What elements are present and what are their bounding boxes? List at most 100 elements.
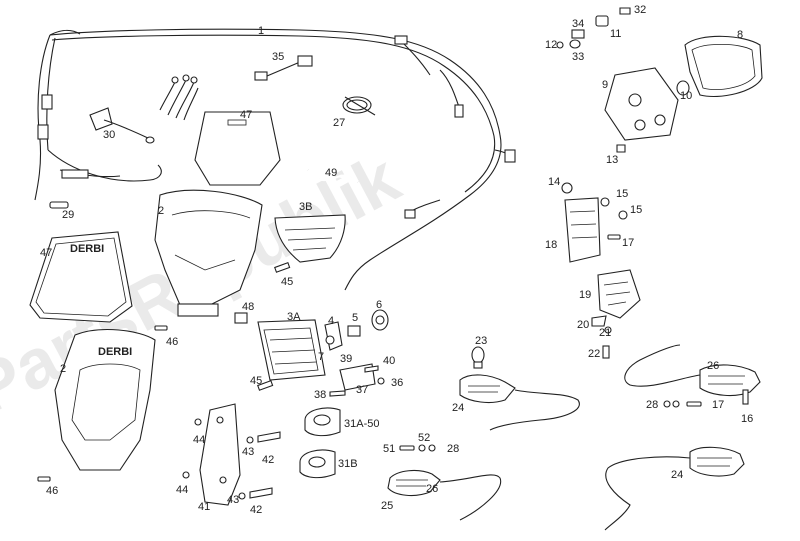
label-48: 48: [242, 301, 254, 313]
label-27: 27: [333, 117, 345, 129]
clip-20[interactable]: [591, 315, 607, 327]
label-14: 14: [548, 176, 560, 188]
screw-46-upper[interactable]: [154, 325, 168, 331]
indicator-lower-left[interactable]: [387, 469, 502, 521]
washer-15-lower[interactable]: [618, 210, 628, 220]
label-35: 35: [272, 51, 284, 63]
bulb-holder[interactable]: [347, 325, 361, 337]
label-46-lower: 46: [46, 485, 58, 497]
headlight-unit[interactable]: [257, 319, 326, 381]
flex-tube[interactable]: [307, 169, 359, 183]
clamp-31a[interactable]: [304, 407, 341, 437]
label-43-upper: 43: [242, 446, 254, 458]
pilot-bulb[interactable]: [371, 309, 389, 331]
clamp-31b[interactable]: [299, 449, 336, 479]
screw-51[interactable]: [399, 445, 415, 451]
washer-52[interactable]: [418, 444, 426, 452]
screw-16[interactable]: [742, 389, 749, 405]
screw-13[interactable]: [616, 144, 626, 153]
label-52: 52: [418, 432, 430, 444]
label-40: 40: [383, 355, 395, 367]
nut-12[interactable]: [556, 41, 564, 49]
bracket-screw[interactable]: [329, 390, 346, 397]
label-17-upper: 17: [622, 237, 634, 249]
wiring-harness[interactable]: [34, 28, 516, 291]
label-24-left: 24: [452, 402, 464, 414]
bracket-screw-right[interactable]: [364, 365, 379, 373]
label-13: 13: [606, 154, 618, 166]
headlight-fairing-upper[interactable]: [154, 189, 263, 317]
washer-15-upper[interactable]: [600, 197, 610, 207]
headlight-fairing-lower[interactable]: DERBI: [54, 329, 156, 471]
cable-tie[interactable]: [342, 96, 376, 116]
label-3b: 3B: [299, 201, 312, 213]
screw-17-right[interactable]: [686, 401, 702, 407]
screw-17-upper[interactable]: [607, 234, 621, 240]
washer-43-lower[interactable]: [238, 492, 246, 500]
rubber-bush[interactable]: [234, 312, 248, 324]
gasket-strip-lower[interactable]: [257, 380, 274, 391]
label-45-lower: 45: [250, 375, 262, 387]
label-16: 16: [741, 413, 753, 425]
bolt-42-lower[interactable]: [249, 487, 273, 499]
clip-44-upper[interactable]: [194, 418, 202, 426]
front-panel-upper[interactable]: [194, 111, 281, 186]
label-11: 11: [610, 28, 621, 40]
nut-14[interactable]: [561, 182, 573, 194]
flasher-relay[interactable]: [597, 269, 641, 319]
clip-44-lower[interactable]: [182, 471, 190, 479]
spacer-11[interactable]: [595, 15, 609, 27]
label-44-upper: 44: [193, 434, 205, 446]
screw-32[interactable]: [619, 7, 631, 15]
label-42-upper: 42: [262, 454, 274, 466]
washer-21[interactable]: [604, 326, 612, 334]
label-2-upper: 2: [158, 205, 164, 217]
indicator-front-left[interactable]: [459, 374, 580, 431]
derbi-logo-lower: DERBI: [98, 346, 132, 358]
label-28-lower: 28: [447, 443, 459, 455]
wire-loom-branch[interactable]: [159, 74, 199, 121]
label-15-lower: 15: [630, 204, 642, 216]
label-51: 51: [383, 443, 395, 455]
fuse[interactable]: [49, 201, 69, 209]
label-34: 34: [572, 18, 584, 30]
bracket-nut[interactable]: [377, 377, 385, 385]
label-9: 9: [602, 79, 608, 91]
bulb-socket[interactable]: [324, 321, 343, 351]
label-46-upper: 46: [166, 336, 178, 348]
screw-22[interactable]: [602, 345, 610, 359]
washer-43-upper[interactable]: [246, 436, 254, 444]
indicator-rear-lower[interactable]: [604, 446, 745, 531]
label-22: 22: [588, 348, 600, 360]
label-20: 20: [577, 319, 589, 331]
bolt-42-upper[interactable]: [257, 431, 281, 443]
connector-lead[interactable]: [254, 55, 313, 81]
label-1: 1: [258, 25, 264, 37]
nut-28-right[interactable]: [663, 400, 671, 408]
mounting-plate[interactable]: [199, 403, 241, 506]
label-4: 4: [328, 315, 334, 327]
gasket-strip[interactable]: [274, 262, 291, 273]
label-5: 5: [352, 312, 358, 324]
rear-light-lens[interactable]: [684, 35, 763, 98]
label-47-upper: 47: [240, 109, 252, 121]
rear-light-housing[interactable]: [604, 67, 679, 141]
washer-21-right[interactable]: [672, 400, 680, 408]
rear-light-bulb[interactable]: [676, 80, 690, 96]
label-28-right: 28: [646, 399, 658, 411]
number-plate-holder[interactable]: DERBI: [29, 231, 133, 323]
indicator-bulb[interactable]: [471, 346, 485, 369]
bushing-34[interactable]: [571, 29, 585, 39]
cable-boot[interactable]: [89, 107, 155, 144]
spacer-33[interactable]: [569, 39, 581, 49]
label-38: 38: [314, 389, 326, 401]
label-6: 6: [376, 299, 382, 311]
label-26-right: 26: [707, 360, 719, 372]
rear-light-cover[interactable]: [274, 214, 346, 263]
screw-46-lower[interactable]: [37, 476, 51, 482]
indicator-rear-right[interactable]: [624, 344, 761, 397]
label-39: 39: [340, 353, 352, 365]
nut-28-lower[interactable]: [428, 444, 436, 452]
voltage-regulator[interactable]: [564, 197, 601, 263]
derbi-logo: DERBI: [70, 243, 104, 255]
